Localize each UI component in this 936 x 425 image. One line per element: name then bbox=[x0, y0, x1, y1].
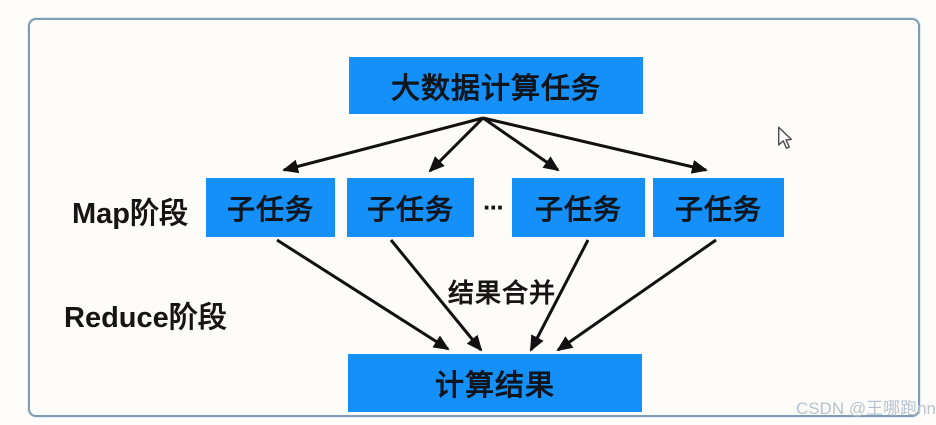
merge-results-label: 结果合并 bbox=[448, 278, 557, 308]
mouse-cursor-icon bbox=[777, 126, 793, 149]
node-subtask-2: 子任务 bbox=[347, 178, 474, 237]
reduce-phase-label: Reduce阶段 bbox=[64, 302, 227, 334]
node-subtask-1: 子任务 bbox=[206, 178, 335, 237]
map-phase-label: Map阶段 bbox=[72, 198, 189, 230]
node-compute-result: 计算结果 bbox=[348, 354, 642, 412]
node-subtask-4: 子任务 bbox=[653, 178, 784, 237]
node-big-data-task: 大数据计算任务 bbox=[349, 57, 643, 114]
csdn-watermark: CSDN @王哪跑nn bbox=[795, 399, 936, 418]
subtask-ellipsis: ··· bbox=[483, 192, 505, 222]
node-subtask-3: 子任务 bbox=[512, 178, 645, 237]
